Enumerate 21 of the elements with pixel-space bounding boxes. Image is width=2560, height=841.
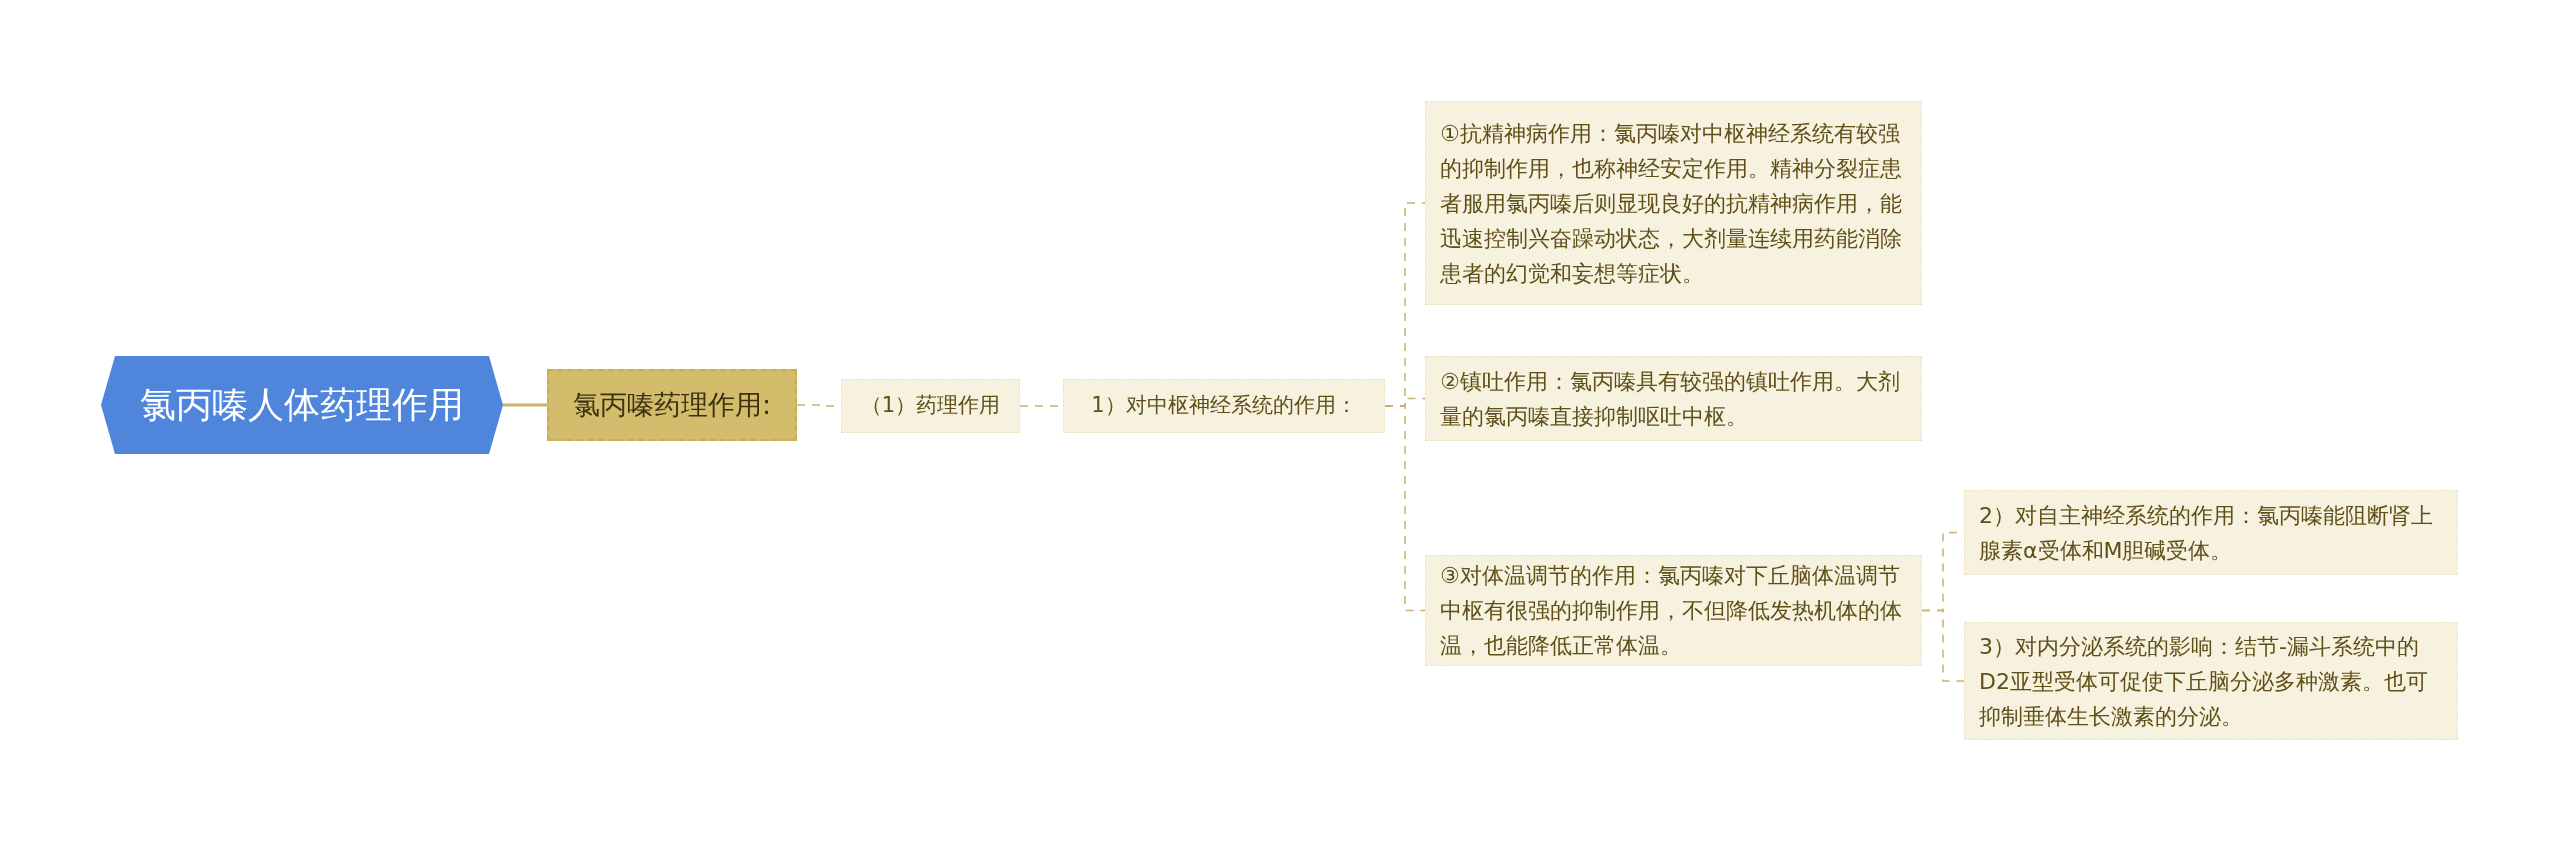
node-text: 氯丙嗪药理作用: (572, 387, 772, 422)
note-box (1964, 490, 2458, 575)
node-text: ①抗精神病作用：氯丙嗪对中枢神经系统有较强的抑制作用，也称神经安定作用。精神分裂症患者服用氯丙嗪后则显现良好的抗精神病作用，能迅速控制兴奋躁动状态，大剂量连续用药能消除患者的幻觉和妄想等症状。 (1440, 119, 1903, 288)
root-topic (101, 356, 503, 454)
node-text: 1）对中枢神经系统的作用： (1091, 392, 1357, 420)
note-box (1425, 555, 1922, 666)
node-text: ③对体温调节的作用：氯丙嗪对下丘脑体温调节中枢有很强的抑制作用，不但降低发热机体的体温，也能降低正常体温。 (1440, 562, 1903, 660)
subtopic-box (841, 379, 1020, 433)
note-box (1425, 356, 1922, 441)
connector-line (1921, 609, 1965, 682)
node-text: （1）药理作用 (860, 392, 1001, 420)
note-box (1425, 101, 1922, 305)
connector-line (503, 403, 547, 407)
main-topic (547, 369, 797, 441)
subtopic-box (1063, 379, 1385, 433)
node-text: ②镇吐作用：氯丙嗪具有较强的镇吐作用。大剂量的氯丙嗪直接抑制呕吐中枢。 (1440, 367, 1901, 431)
node-text: 2）对自主神经系统的作用：氯丙嗪能阻断肾上腺素α受体和M胆碱受体。 (1979, 501, 2434, 565)
node-text: 氯丙嗪人体药理作用 (140, 383, 464, 427)
note-box (1964, 622, 2458, 740)
node-text: 3）对内分泌系统的影响：结节-漏斗系统中的D2亚型受体可促使下丘脑分泌多种激素。也可抑制垂体生长激素的分泌。 (1979, 632, 2429, 731)
connector-line (1384, 405, 1426, 612)
